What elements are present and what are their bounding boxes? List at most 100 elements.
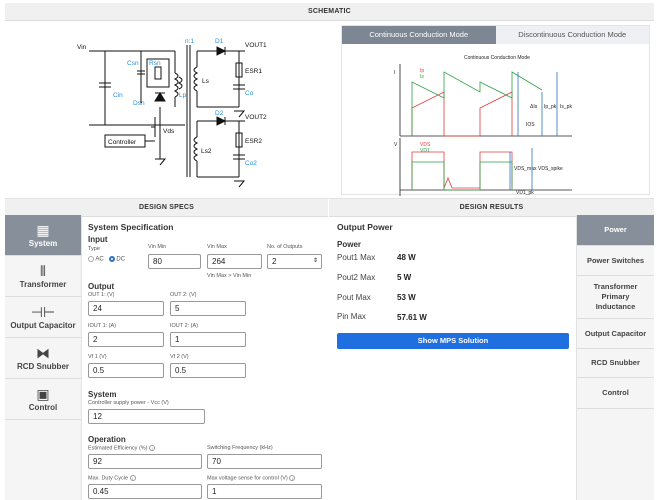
vsense-input[interactable]: 1 <box>207 484 322 499</box>
output-heading: Output <box>88 282 115 291</box>
duty-label: Max. Duty Cycle <box>88 475 129 482</box>
duty-label-group: Max. Duty Cycle i <box>88 475 136 481</box>
result-value: 57.61 W <box>397 313 427 322</box>
ccm-waveform: Continuous Conduction Mode I V Ip Is ΔIs… <box>394 55 572 196</box>
label-esr2: ESR2 <box>245 138 262 145</box>
label-is-pk: Is_pk <box>560 104 572 110</box>
label-lp: Lp <box>179 92 187 99</box>
label-vds-spike: VDS_spike <box>538 166 563 172</box>
vin-note: Vin Max > Vin Min <box>207 273 252 279</box>
nav-rcd-snubber-result[interactable]: RCD Snubber <box>577 349 654 378</box>
vin-min-input[interactable]: 80 <box>148 254 201 269</box>
label-co2: Co2 <box>245 160 257 167</box>
outputs-label: No. of Outputs <box>267 244 303 250</box>
type-label: Type <box>88 246 100 252</box>
tab-continuous-conduction[interactable]: Continuous Conduction Mode <box>342 26 496 44</box>
out2-input[interactable]: 5 <box>170 301 246 316</box>
results-heading: Output Power <box>337 222 393 232</box>
info-icon[interactable]: i <box>129 475 136 481</box>
label-controller: Controller <box>108 139 137 146</box>
nav-control-result[interactable]: Control <box>577 378 654 409</box>
label-csn: Csn <box>127 60 139 67</box>
label-vin: Vin <box>77 44 87 51</box>
snubber-icon: ⧓ <box>36 345 50 361</box>
out1-label: OUT 1: (V) <box>88 292 115 298</box>
design-specs-nav: ▦ System ⦀ Transformer ⊣⊢ Output Capacit… <box>5 215 82 500</box>
label-co: Co <box>245 90 254 97</box>
label-ls: Ls <box>202 78 210 85</box>
design-results-header: DESIGN RESULTS <box>329 199 654 217</box>
nav-control[interactable]: ▣ Control <box>5 379 81 420</box>
legend-vd1: VD1 <box>420 148 430 154</box>
efficiency-label-group: Estimated Efficiency (%) i <box>88 445 156 451</box>
radio-dc[interactable] <box>108 256 115 262</box>
nav-output-capacitor-result[interactable]: Output Capacitor <box>577 319 654 349</box>
form-heading: System Specification <box>88 222 174 232</box>
vsense-label: Max voltage sense for control (V) <box>207 475 288 482</box>
result-label: Pin Max <box>337 312 366 321</box>
operation-heading: Operation <box>88 435 126 444</box>
tab-discontinuous-conduction[interactable]: Discontinuous Conduction Mode <box>495 26 649 44</box>
result-label: Pout1 Max <box>337 253 376 262</box>
switching-frequency-label: Switching Frequency (kHz) <box>207 445 273 451</box>
label-vout1: VOUT1 <box>245 42 267 49</box>
outputs-select[interactable]: 2 ⇕ <box>267 254 322 269</box>
nav-system[interactable]: ▦ System <box>5 215 81 256</box>
nav-control-label: Control <box>28 403 58 412</box>
iout2-input[interactable]: 1 <box>170 332 246 347</box>
nav-power-switches[interactable]: Power Switches <box>577 246 654 276</box>
input-heading: Input <box>88 235 108 244</box>
nav-transformer-label: Transformer <box>19 280 67 289</box>
nav-power[interactable]: Power <box>577 215 654 246</box>
nav-transformer-primary-inductance[interactable]: Transformer Primary Inductance <box>577 276 654 319</box>
capacitor-icon: ⊣⊢ <box>30 304 56 320</box>
vf2-input[interactable]: 0.5 <box>170 363 246 378</box>
out1-input[interactable]: 24 <box>88 301 164 316</box>
system-heading: System <box>88 390 117 399</box>
waveform-tabs: Continuous Conduction Mode Discontinuous… <box>342 26 649 44</box>
label-ratio: n:1 <box>185 38 194 45</box>
label-d1: D1 <box>215 38 224 45</box>
label-ls2: Ls2 <box>201 148 212 155</box>
vcc-input[interactable]: 12 <box>88 409 205 424</box>
nav-rcd-snubber[interactable]: ⧓ RCD Snubber <box>5 338 81 379</box>
efficiency-input[interactable]: 92 <box>88 454 202 469</box>
nav-rcd-snubber-label: RCD Snubber <box>17 362 69 371</box>
iout2-label: IOUT 2: (A) <box>170 323 199 329</box>
axis-i-label: I <box>394 70 395 76</box>
label-ip-pk: Ip_pk <box>544 104 557 110</box>
label-vds: Vds <box>163 128 175 135</box>
radio-ac[interactable] <box>88 256 94 262</box>
radio-ac-label: AC <box>95 256 104 263</box>
type-radio-group: AC DC <box>88 256 125 263</box>
iout1-input[interactable]: 2 <box>88 332 164 347</box>
result-value: 53 W <box>397 293 416 302</box>
switching-frequency-input[interactable]: 70 <box>207 454 322 469</box>
result-label: Pout2 Max <box>337 273 376 282</box>
label-ios: IOS <box>526 122 535 128</box>
result-value: 48 W <box>397 253 416 262</box>
waveform-panel: Continuous Conduction Mode Discontinuous… <box>341 25 650 196</box>
outputs-select-value: 2 <box>272 257 277 266</box>
info-icon[interactable]: i <box>289 475 296 481</box>
design-results-nav: Power Power Switches Transformer Primary… <box>576 215 654 500</box>
nav-transformer[interactable]: ⦀ Transformer <box>5 256 81 297</box>
waveform-title: Continuous Conduction Mode <box>464 55 530 61</box>
vin-max-label: Vin Max <box>207 244 227 250</box>
vsense-label-group: Max voltage sense for control (V) i <box>207 475 296 482</box>
duty-input[interactable]: 0.45 <box>88 484 202 499</box>
legend-is: Is <box>420 74 424 80</box>
info-icon[interactable]: i <box>149 445 156 451</box>
vin-max-input[interactable]: 264 <box>207 254 262 269</box>
vf1-input[interactable]: 0.5 <box>88 363 164 378</box>
nav-output-capacitor[interactable]: ⊣⊢ Output Capacitor <box>5 297 81 338</box>
label-dsn: Dsn <box>133 100 145 107</box>
result-label: Pout Max <box>337 293 371 302</box>
legend-ip: Ip <box>420 68 424 74</box>
show-mps-solution-button[interactable]: Show MPS Solution <box>337 333 569 349</box>
system-icon: ▦ <box>36 222 50 238</box>
vf2-label: Vf 2 (V) <box>170 354 189 360</box>
select-arrows-icon: ⇕ <box>312 258 318 264</box>
label-esr1: ESR1 <box>245 68 262 75</box>
design-specs-header: DESIGN SPECS <box>5 199 328 217</box>
